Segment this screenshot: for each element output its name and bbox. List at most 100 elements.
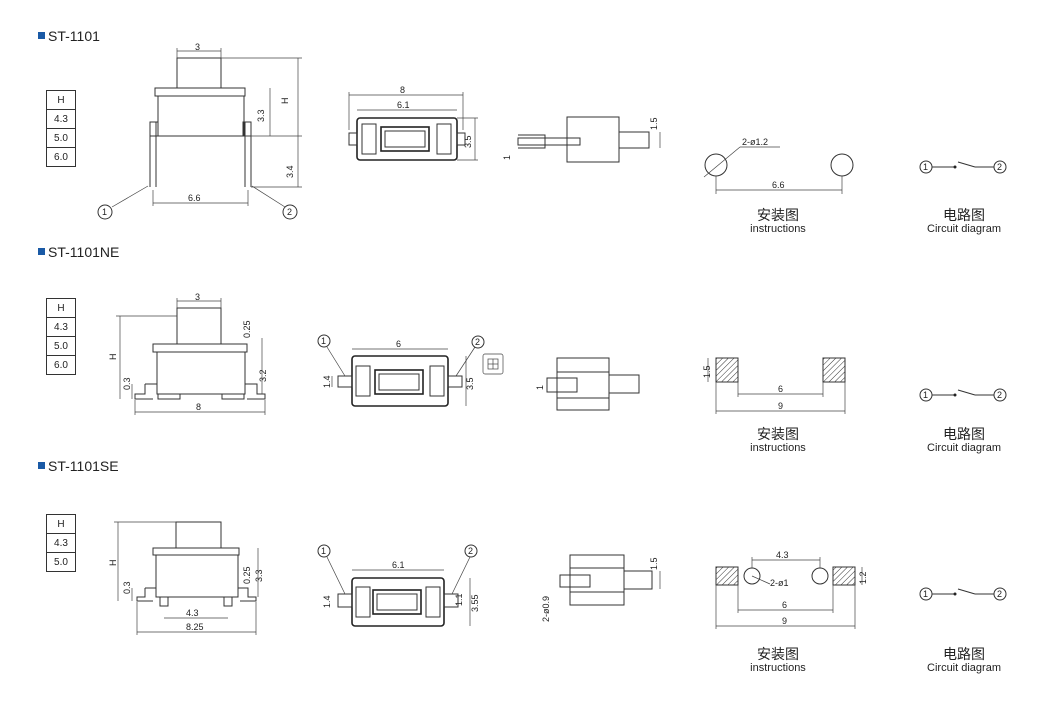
circuit-3: 1 2 [919, 587, 1007, 601]
bullet-square-icon [38, 248, 45, 255]
dim-label: 3.2 [258, 369, 268, 382]
terminal-icon [993, 587, 1007, 601]
top-view-2: 6 1.4 3.5 1 2 [317, 334, 504, 407]
pin-label: 2 [468, 546, 473, 556]
dim-label: 3 [195, 42, 200, 52]
pin-label: 2 [997, 589, 1002, 599]
dim-label: 4.3 [186, 608, 199, 618]
pin-label: 1 [923, 589, 928, 599]
pin-marker-icon [464, 544, 478, 558]
dim-label: 3.5 [463, 135, 473, 148]
dim-label: 9 [778, 401, 783, 411]
dim-label: 3.55 [470, 594, 480, 612]
pin-marker-icon [317, 544, 331, 558]
table-cell: 6.0 [46, 355, 76, 375]
dim-label: 6.1 [397, 100, 410, 110]
dim-label: 6 [396, 339, 401, 349]
dim-label: 1.1 [454, 593, 464, 606]
section-title-1: ST-1101 [38, 28, 100, 44]
dim-label: 1 [502, 155, 512, 160]
dim-label: 0.25 [242, 320, 252, 338]
height-table-3: H 4.3 5.0 [46, 514, 76, 572]
table-cell: 5.0 [46, 552, 76, 572]
table-cell: 6.0 [46, 147, 76, 167]
bullet-square-icon [38, 462, 45, 469]
dim-label: 1.4 [322, 595, 332, 608]
pin-marker-icon [282, 204, 298, 220]
mount-hole-icon [830, 153, 854, 177]
dim-label: 1.5 [702, 365, 712, 378]
switch-icon [957, 389, 976, 396]
mount-hole-icon [811, 567, 829, 585]
image-zoom-icon[interactable] [482, 353, 504, 375]
dim-label: 1.4 [322, 375, 332, 388]
switch-icon [957, 161, 976, 168]
circuit-1: 1 2 [919, 160, 1007, 174]
pin-marker-icon [317, 334, 331, 348]
dim-label: 3.5 [465, 377, 475, 390]
pin-label: 2 [475, 337, 480, 347]
dim-label: 8.25 [186, 622, 204, 632]
side-view-3: H 0.3 0.25 3.3 4.3 8.25 [108, 521, 264, 635]
side-profile-2: 1 [535, 357, 640, 411]
dim-label: H [108, 354, 118, 361]
install-view-2: 1.5 6 9 [702, 357, 846, 414]
terminal-icon [993, 388, 1007, 402]
pin-label: 2 [287, 207, 292, 217]
height-table-2: H 4.3 5.0 6.0 [46, 298, 76, 375]
circuit-2: 1 2 [919, 388, 1007, 402]
dim-label: 6.1 [392, 560, 405, 570]
section-title-2: ST-1101NE [38, 244, 119, 260]
pin-label: 1 [923, 390, 928, 400]
switch-icon [957, 588, 976, 595]
install-view-1: 2-ø1.2 6.6 [703, 137, 854, 194]
height-table-1: H 4.3 5.0 6.0 [46, 90, 76, 167]
dim-label: 6.6 [188, 193, 201, 203]
side-view-1: 3 H 3.3 3.4 6.6 1 2 [97, 42, 302, 220]
dim-label: 3.3 [254, 569, 264, 582]
dim-label: 8 [400, 85, 405, 95]
pin-label: 2 [997, 162, 1002, 172]
terminal-icon [993, 160, 1007, 174]
dim-label: 8 [196, 402, 201, 412]
dim-label: 0.25 [242, 566, 252, 584]
side-profile-3: 1.5 2-ø0.9 [541, 554, 661, 622]
dim-label: 1.5 [649, 557, 659, 570]
dim-label: 2-ø1.2 [742, 137, 768, 147]
top-view-3: 6.1 1.4 1.1 3.55 1 2 [317, 544, 480, 627]
dim-label: H [108, 560, 118, 567]
dim-label: 9 [782, 616, 787, 626]
pin-label: 1 [321, 546, 326, 556]
dim-label: 3.3 [256, 109, 266, 122]
dim-label: 6.6 [772, 180, 785, 190]
pin-marker-icon [97, 204, 113, 220]
dim-label: 6 [782, 600, 787, 610]
mount-hole-icon [704, 153, 728, 177]
section-title-3: ST-1101SE [38, 458, 119, 474]
pin-marker-icon [471, 335, 485, 349]
dim-label: 2-ø0.9 [541, 596, 551, 622]
dim-label: 4.3 [776, 550, 789, 560]
pin-label: 1 [102, 207, 107, 217]
side-profile-1: 1.5 1 [502, 116, 661, 163]
dim-label: 3 [195, 292, 200, 302]
dim-label: 1.2 [858, 571, 868, 584]
dim-label: 1 [535, 385, 545, 390]
top-view-1: 8 6.1 3.5 [348, 85, 478, 161]
side-view-2: 3 H 0.25 3.2 0.3 8 [108, 292, 268, 415]
dim-label: 6 [778, 384, 783, 394]
pin-label: 2 [997, 390, 1002, 400]
dim-label: 2-ø1 [770, 578, 789, 588]
install-view-3: 4.3 2-ø1 1.2 6 9 [715, 550, 868, 629]
pin-label: 1 [321, 336, 326, 346]
pin-label: 1 [923, 162, 928, 172]
bullet-square-icon [38, 32, 45, 39]
dim-label: 1.5 [649, 117, 659, 130]
